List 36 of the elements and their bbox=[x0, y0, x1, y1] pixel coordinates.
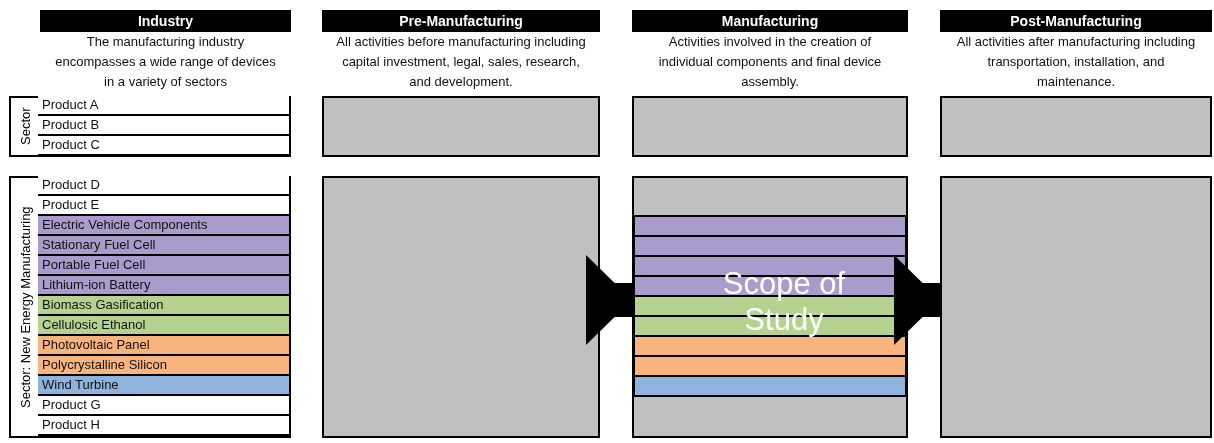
product-row: Product B bbox=[38, 116, 289, 136]
stage-panel bbox=[940, 96, 1212, 157]
product-row: Product A bbox=[38, 96, 289, 116]
product-row: Product G bbox=[38, 396, 289, 416]
product-row: Lithium-ion Battery bbox=[38, 276, 289, 296]
product-row: Polycrystalline Silicon bbox=[38, 356, 289, 376]
block-arrow bbox=[586, 255, 632, 345]
stage-panel bbox=[322, 96, 600, 157]
product-row: Product C bbox=[38, 136, 289, 156]
product-row: Electric Vehicle Components bbox=[38, 216, 289, 236]
column-header: Industry bbox=[40, 10, 291, 32]
stage-panel bbox=[632, 96, 908, 157]
block-arrow bbox=[894, 255, 940, 345]
product-row: Biomass Gasification bbox=[38, 296, 289, 316]
column-header: Manufacturing bbox=[632, 10, 908, 32]
product-row: Portable Fuel Cell bbox=[38, 256, 289, 276]
product-row: Cellulosic Ethanol bbox=[38, 316, 289, 336]
column-description: All activities after manufacturing including transportation, installation, and maintenance. bbox=[955, 33, 1197, 91]
stage-panel bbox=[322, 176, 600, 438]
sector-label: Sector bbox=[16, 106, 34, 148]
sector-group bbox=[9, 176, 291, 438]
column-header: Pre-Manufacturing bbox=[322, 10, 600, 32]
column-description: Activities involved in the creation of individual components and final device assembly. bbox=[657, 33, 883, 91]
column-description: The manufacturing industry encompasses a wide range of devices in a variety of sectors bbox=[54, 33, 277, 91]
stage-panel bbox=[940, 176, 1212, 438]
product-row: Product D bbox=[38, 176, 289, 196]
product-row: Product H bbox=[38, 416, 289, 436]
product-row: Wind Turbine bbox=[38, 376, 289, 396]
sector-group bbox=[9, 96, 291, 157]
sector-label: Sector: New Energy Manufacturing bbox=[16, 205, 34, 410]
manufacturing-panel bbox=[632, 176, 908, 438]
product-row: Stationary Fuel Cell bbox=[38, 236, 289, 256]
product-row: Photovoltaic Panel bbox=[38, 336, 289, 356]
column-header: Post-Manufacturing bbox=[940, 10, 1212, 32]
product-row: Product E bbox=[38, 196, 289, 216]
column-description: All activities before manufacturing including capital investment, legal, sales, research, and development. bbox=[335, 33, 587, 91]
